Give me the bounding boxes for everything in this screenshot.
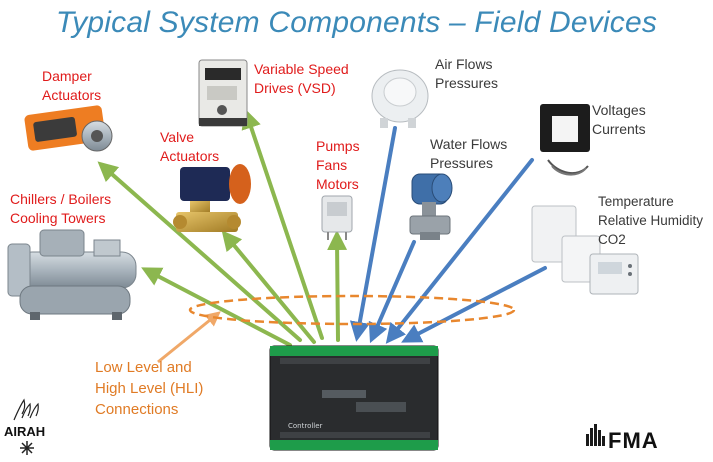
room-sensors-image (531, 205, 639, 295)
arrow-from-temperature (401, 266, 547, 343)
label-line: Pumps (316, 138, 360, 154)
label-valve-actuators: Valve Actuators (160, 128, 219, 166)
label-water-flows: Water Flows Pressures (430, 135, 507, 173)
arrow-to-damper (97, 161, 302, 342)
arrow-from-water (368, 240, 416, 344)
arrow-to-pumps (327, 230, 348, 342)
arrow-from-air (349, 126, 397, 342)
label-line: Currents (592, 121, 646, 137)
vsd-image (198, 59, 248, 127)
arrow-to-valve (221, 230, 316, 344)
arrow-to-chillers (141, 267, 292, 347)
label-line: Motors (316, 176, 359, 192)
connection-ellipse (188, 294, 516, 326)
svg-text:Controller: Controller (288, 422, 323, 430)
water-pressure-transmitter-image (409, 173, 453, 240)
label-line: Temperature (598, 194, 674, 209)
label-line: Variable Speed (254, 61, 349, 77)
label-line: Low Level and (95, 359, 192, 376)
airah-flame-icon (13, 398, 39, 421)
slide-title: Typical System Components – Field Device… (55, 6, 658, 39)
label-line: Fans (316, 157, 348, 173)
airah-logo: AIRAH (4, 424, 46, 439)
label-line: Damper (42, 68, 92, 84)
current-transformer-image (540, 104, 590, 176)
fma-logo: FMA (608, 428, 659, 453)
air-pressure-sensor-image (371, 69, 429, 128)
valve-actuator-image (173, 164, 251, 232)
label-line: Pressures (435, 75, 499, 91)
label-line: Pressures (430, 155, 494, 171)
label-line: High Level (HLI) (95, 380, 204, 397)
label-line: Drives (VSD) (254, 80, 336, 96)
arrow-to-vsd (241, 108, 324, 340)
output-arrows (97, 108, 348, 347)
label-chillers-boilers: Chillers / Boilers Cooling Towers (10, 190, 111, 228)
label-line: Valve (160, 129, 194, 145)
arrow-hli (157, 311, 221, 364)
label-voltages-currents: Voltages Currents (592, 101, 646, 139)
input-arrows (349, 126, 547, 344)
label-line: Actuators (160, 148, 220, 164)
chiller-image (7, 229, 137, 320)
label-line: Relative Humidity (598, 213, 704, 228)
label-line: CO2 (598, 232, 626, 247)
label-air-flows: Air Flows Pressures (435, 55, 498, 93)
fma-bars-icon (586, 424, 605, 446)
label-damper-actuators: Damper Actuators (42, 67, 101, 105)
label-line: Connections (95, 401, 179, 418)
label-line: Voltages (592, 102, 646, 118)
relay-image (321, 195, 353, 240)
label-line: Cooling Towers (10, 210, 106, 226)
controller-image: Controller (269, 345, 439, 451)
label-line: Air Flows (435, 56, 493, 72)
label-temperature: Temperature Relative Humidity CO2 (598, 192, 703, 249)
arrow-from-voltages (385, 158, 534, 344)
label-pumps-fans-motors: Pumps Fans Motors (316, 137, 360, 194)
label-hli-connections: Low Level and High Level (HLI) Connectio… (95, 357, 203, 420)
airah-snowflake-icon (20, 441, 34, 455)
label-line: Chillers / Boilers (10, 191, 112, 207)
label-vsd: Variable Speed Drives (VSD) (254, 60, 349, 98)
label-line: Water Flows (430, 136, 508, 152)
damper-actuator-image (24, 105, 113, 152)
label-line: Actuators (42, 87, 102, 103)
